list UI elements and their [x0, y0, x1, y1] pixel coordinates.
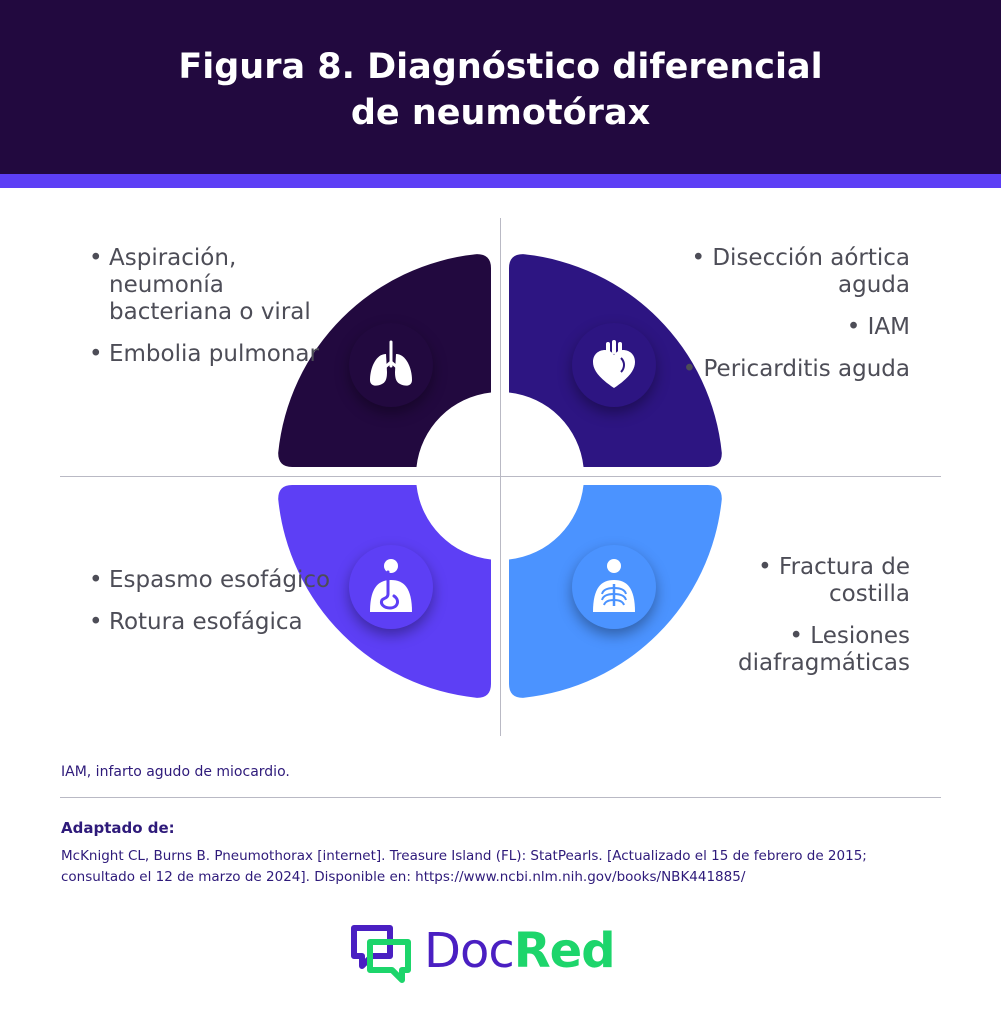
reference-heading: Adaptado de:	[61, 819, 175, 837]
docred-logo: DocRed	[346, 918, 666, 984]
list-item: Rotura esofágica	[89, 609, 349, 636]
list-esophageal: Espasmo esofágico Rotura esofágica	[89, 567, 349, 651]
header-accent-stripe	[0, 174, 1001, 188]
chat-bubbles-icon	[351, 925, 411, 983]
list-item: • IAM	[846, 314, 910, 340]
header-banner	[0, 0, 1001, 174]
list-item: • Fractura de costilla	[758, 554, 910, 607]
title-line-1: Figura 8. Diagnóstico diferencial	[178, 47, 823, 87]
list-item: Aspiración, neumonía bacteriana o viral	[89, 245, 349, 326]
list-pulmonary: Aspiración, neumonía bacteriana o viral …	[89, 245, 349, 383]
list-item: Embolia pulmonar	[89, 341, 349, 368]
list-cardiac: • Disección aórtica aguda • IAM • Perica…	[640, 245, 910, 398]
esophagus-icon	[349, 545, 433, 629]
footnote: IAM, infarto agudo de miocardio.	[61, 764, 290, 780]
page-title: Figura 8. Diagnóstico diferencial de neu…	[0, 44, 1001, 136]
lungs-icon	[349, 323, 433, 407]
reference-text: McKnight CL, Burns B. Pneumothorax [inte…	[61, 848, 867, 885]
list-item: • Lesiones diafragmáticas	[738, 623, 910, 676]
ribcage-icon	[572, 545, 656, 629]
horizontal-divider	[60, 476, 941, 477]
vertical-divider	[500, 218, 501, 736]
list-musculoskeletal: • Fractura de costilla • Lesiones diafra…	[700, 554, 910, 692]
title-line-2: de neumotórax	[350, 93, 651, 133]
list-item: • Disección aórtica aguda	[691, 245, 910, 298]
logo-wordmark: DocRed	[424, 923, 616, 979]
list-item: Espasmo esofágico	[89, 567, 349, 594]
heart-icon	[572, 323, 656, 407]
footer-divider	[60, 797, 941, 798]
list-item: • Pericarditis aguda	[682, 356, 910, 382]
